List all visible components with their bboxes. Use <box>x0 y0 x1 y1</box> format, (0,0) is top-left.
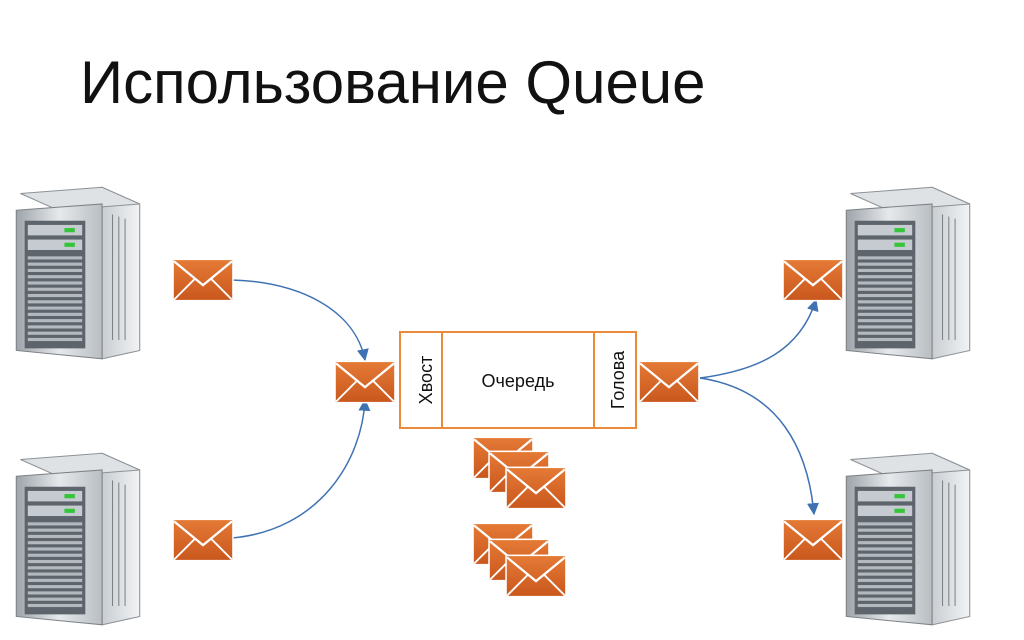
envelope-icon-consumer-top <box>782 258 844 302</box>
server-icon-bottom-right <box>845 452 971 626</box>
envelope-icon-producer-bottom <box>172 518 234 562</box>
envelope-icon-consumer-bottom <box>782 518 844 562</box>
server-icon-bottom-left <box>15 452 141 626</box>
arrow-producer-bottom <box>231 398 371 539</box>
envelope-stack-1 <box>472 436 567 510</box>
slide-title: Использование Queue <box>80 49 706 116</box>
queue-body-label: Очередь <box>482 371 555 391</box>
envelope-icon <box>505 554 567 598</box>
arrow-consumer-top <box>699 298 819 379</box>
envelope-icon <box>505 466 567 510</box>
server-icon-top-left <box>15 186 141 360</box>
queue-box: Хвост Очередь Голова <box>399 331 637 429</box>
server-icon-top-right <box>845 186 971 360</box>
envelope-icon-outgoing <box>638 360 700 404</box>
envelope-icon-incoming <box>334 360 396 404</box>
envelope-icon-producer-top <box>172 258 234 302</box>
queue-head-label: Голова <box>608 350 628 409</box>
envelope-stack-2 <box>472 522 567 598</box>
arrow-consumer-bottom <box>699 377 819 516</box>
arrow-producer-top <box>231 279 369 362</box>
queue-tail-label: Хвост <box>416 356 436 405</box>
